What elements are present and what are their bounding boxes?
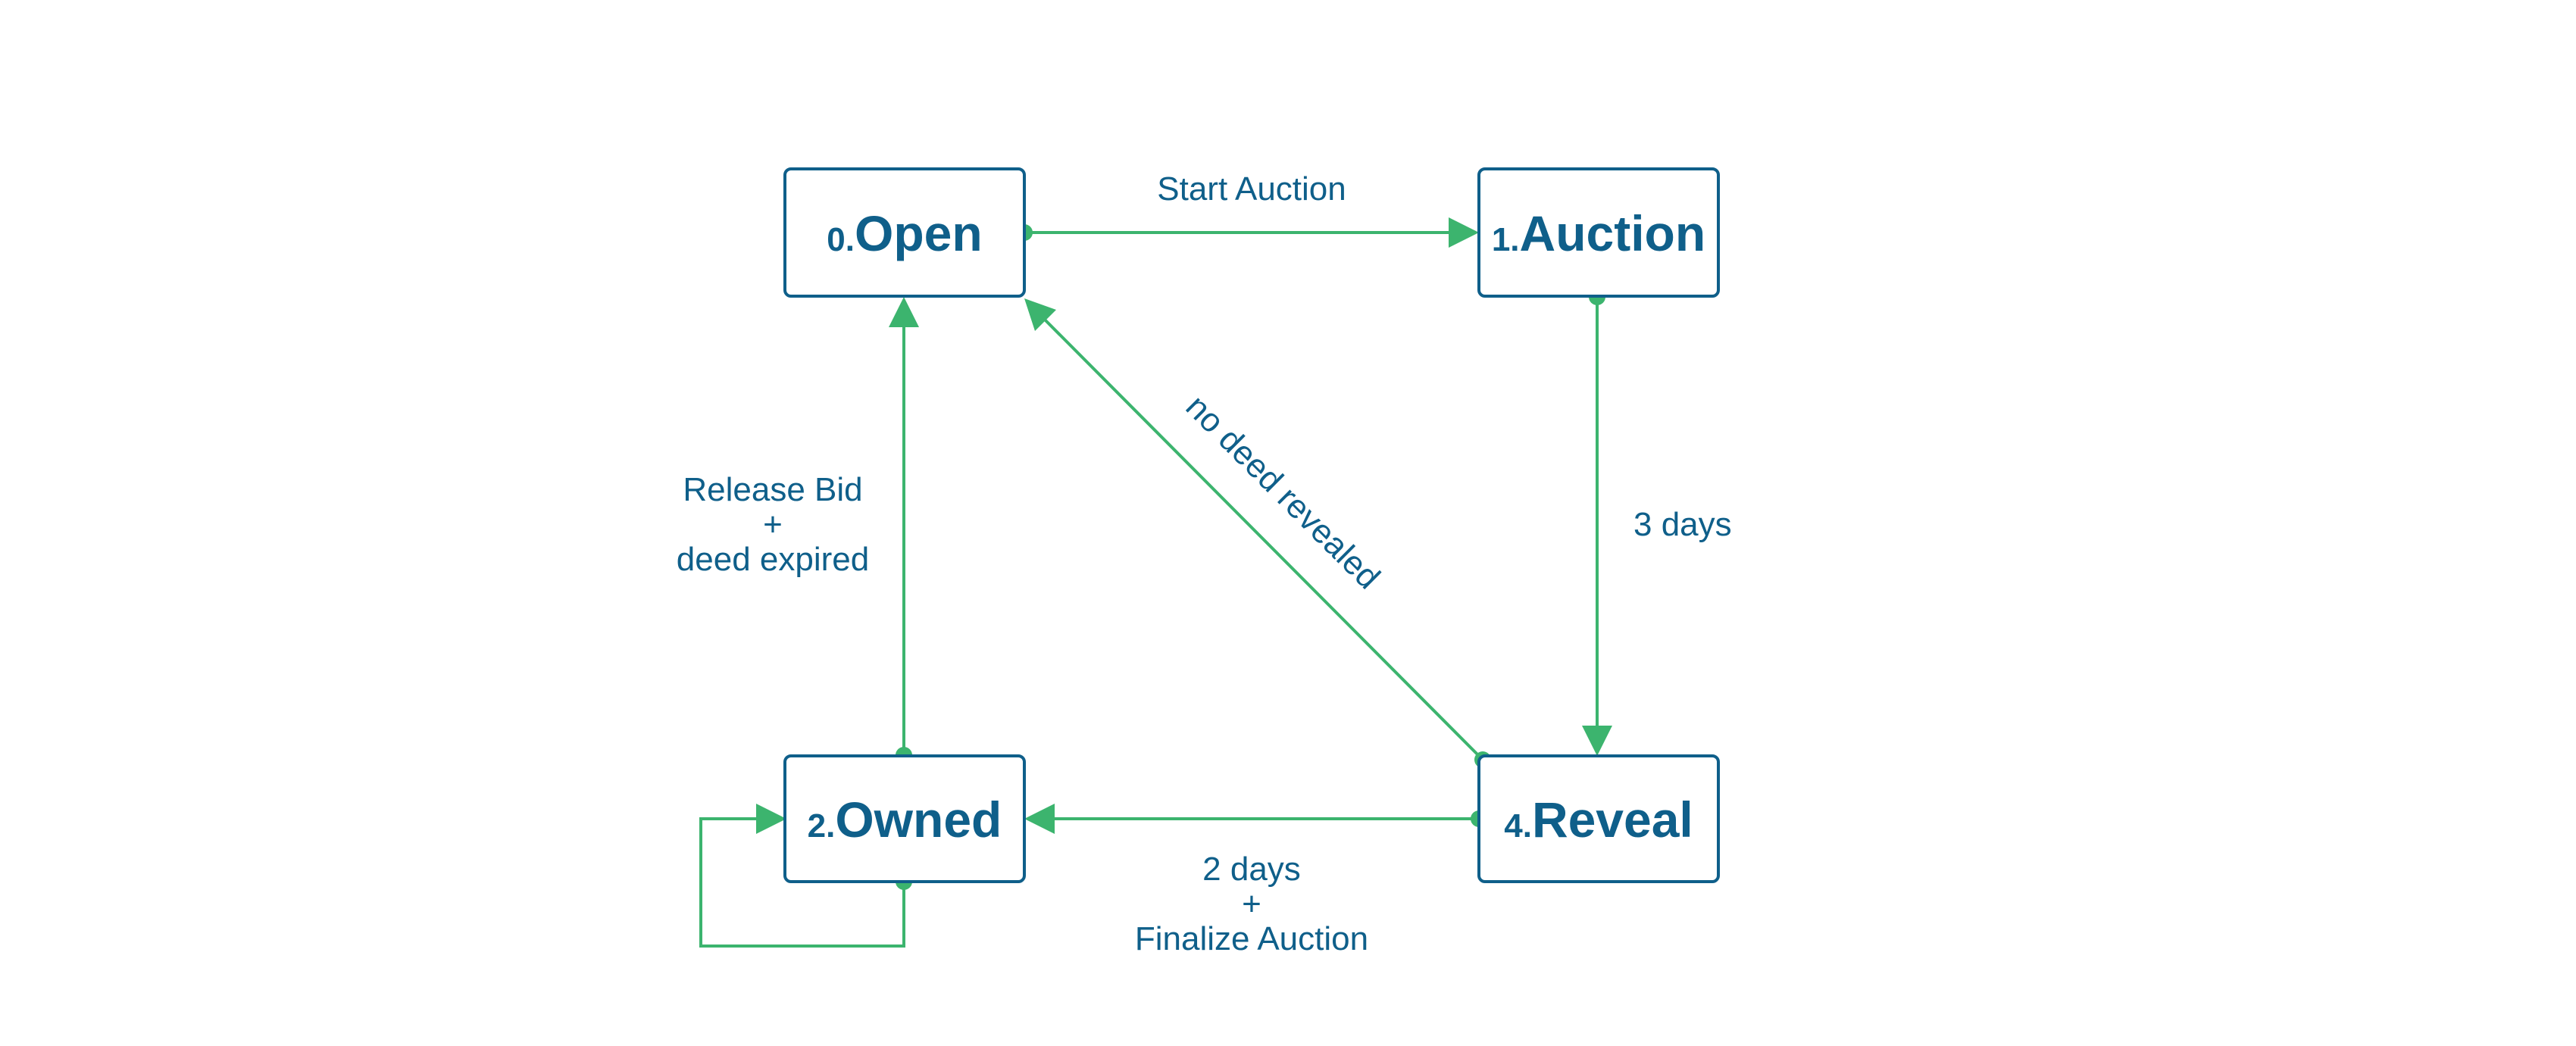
edge-start-auction <box>1016 217 1479 248</box>
edge-label-release-bid: Release Bid + deed expired <box>677 471 869 578</box>
edge-label-release-bid-line-2: + <box>763 506 783 543</box>
edge-label-finalize-line-1: 2 days <box>1202 851 1301 888</box>
state-reveal-label: 4.Reveal <box>1504 792 1693 848</box>
edge-label-finalize-line-3: Finalize Auction <box>1135 920 1368 957</box>
state-reveal-name: Reveal <box>1532 792 1693 848</box>
edge-no-deed-revealed <box>1024 298 1491 768</box>
edge-label-three-days: 3 days <box>1633 506 1732 543</box>
edge-label-release-bid-line-3: deed expired <box>677 541 869 578</box>
edge-label-finalize: 2 days + Finalize Auction <box>1135 851 1368 957</box>
edge-finalize <box>1024 804 1487 834</box>
edge-label-release-bid-line-1: Release Bid <box>683 471 862 508</box>
edge-label-start-auction: Start Auction <box>1157 170 1346 208</box>
state-reveal-box <box>1477 754 1720 883</box>
edge-label-no-deed-revealed: no deed revealed <box>1179 388 1387 596</box>
state-open-label: 0.Open <box>827 205 982 261</box>
state-reveal: 4.Reveal <box>1477 754 1720 883</box>
state-auction-name: Auction <box>1520 205 1706 261</box>
state-open: 0.Open <box>783 167 1026 298</box>
state-owned-name: Owned <box>835 792 1002 848</box>
state-open-number: 0. <box>827 221 855 258</box>
state-auction: 1.Auction <box>1477 167 1720 298</box>
state-open-box <box>783 167 1026 298</box>
edge-three-days <box>1582 289 1612 756</box>
state-auction-label: 1.Auction <box>1492 205 1705 261</box>
state-open-name: Open <box>855 205 983 261</box>
state-owned-box <box>783 754 1026 883</box>
state-owned-number: 2. <box>808 807 836 845</box>
state-auction-box <box>1477 167 1720 298</box>
state-auction-number: 1. <box>1492 221 1520 258</box>
state-reveal-number: 4. <box>1504 807 1532 845</box>
edge-release-bid <box>889 297 919 763</box>
edge-label-finalize-line-2: + <box>1242 885 1261 923</box>
state-owned: 2.Owned <box>783 754 1026 883</box>
state-owned-label: 2.Owned <box>808 792 1002 848</box>
